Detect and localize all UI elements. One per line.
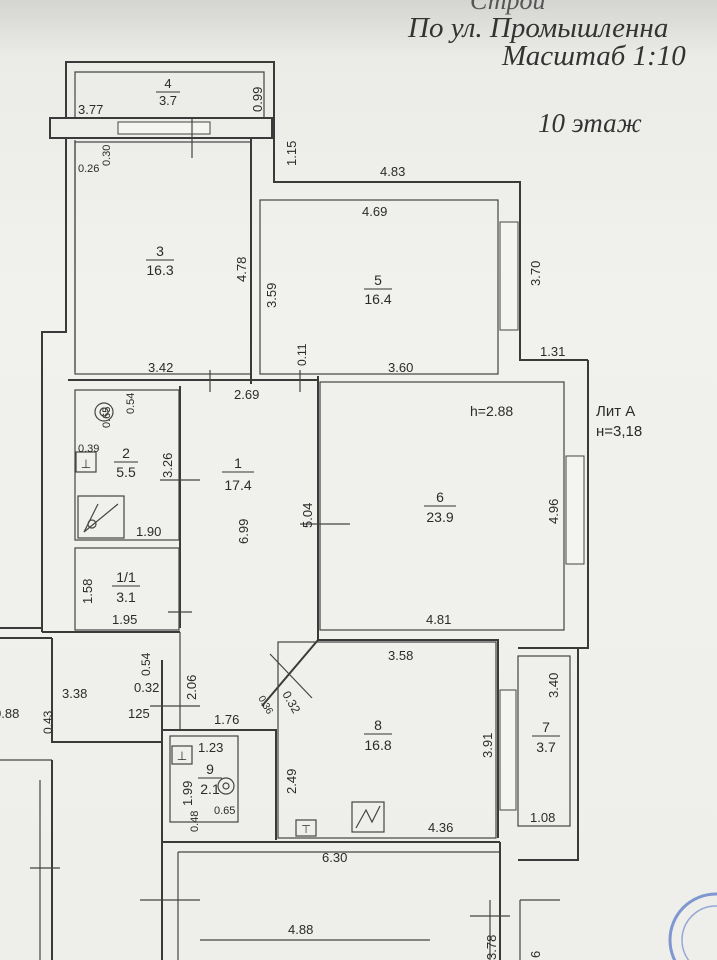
room-2-area: 5.5 xyxy=(116,464,136,480)
dim-0-11: 0.11 xyxy=(295,343,309,366)
room-7-area: 3.7 xyxy=(536,739,556,755)
svg-text:⊤: ⊤ xyxy=(301,824,311,836)
dim-0-65: 0.65 xyxy=(101,407,113,428)
dim-3-38: 3.38 xyxy=(62,686,87,701)
dim-1-58: 1.58 xyxy=(80,579,95,604)
dim-4-83: 4.83 xyxy=(380,164,405,179)
room-1-number: 1 xyxy=(234,455,242,471)
dim-3-77: 3.77 xyxy=(78,102,103,117)
room-6-area: 23.9 xyxy=(426,509,453,525)
dim-6: 6 xyxy=(528,951,543,958)
dim-3-58: 3.58 xyxy=(388,648,413,663)
lit-height: н=3,18 xyxy=(596,423,642,440)
dim-1-23: 1.23 xyxy=(198,740,223,755)
room-1-area: 17.4 xyxy=(224,477,251,493)
dim-0-26: 0.26 xyxy=(78,163,99,175)
dim-0-65b: 0.65 xyxy=(214,805,235,817)
room-5-number: 5 xyxy=(374,272,382,288)
dim-3-78: 3.78 xyxy=(484,935,499,960)
dim-3-26: 3.26 xyxy=(160,453,175,478)
room-4-area: 3.7 xyxy=(159,93,177,108)
dim-0-30: 0.30 xyxy=(101,145,113,166)
dim-0-36: 0.36 xyxy=(255,694,274,717)
dim-2-06: 2.06 xyxy=(184,675,199,700)
dim-4-36: 4.36 xyxy=(428,820,453,835)
walls xyxy=(0,61,589,960)
header-address: По ул. Промышленна xyxy=(408,12,669,44)
dimension-labels: 3.77 0.99 1.15 4.83 0.26 0.30 4.78 4.69 … xyxy=(0,87,565,960)
dim-3-91: 3.91 xyxy=(480,733,495,758)
dim-1-31: 1.31 xyxy=(540,344,565,359)
room-4-number: 4 xyxy=(164,76,171,91)
dim-0-99: 0.99 xyxy=(250,87,265,112)
room-1-1-number: 1/1 xyxy=(116,569,136,585)
dim-4-96: 4.96 xyxy=(546,499,561,524)
dim-3-59: 3.59 xyxy=(264,283,279,308)
room-7-number: 7 xyxy=(542,719,550,735)
room-labels: 4 3.7 3 16.3 5 16.4 2 5.5 1 17.4 6 23.9 … xyxy=(112,76,642,797)
dim-0-43: 0.43 xyxy=(41,710,55,734)
svg-text:⊥: ⊥ xyxy=(177,749,187,763)
dim-1-08: 1.08 xyxy=(530,810,555,825)
room-3-area: 16.3 xyxy=(146,262,173,278)
room-3-number: 3 xyxy=(156,243,164,259)
room-2-number: 2 xyxy=(122,445,130,461)
room-8-number: 8 xyxy=(374,717,382,733)
room-9-number: 9 xyxy=(206,761,214,777)
dim-3-70: 3.70 xyxy=(528,261,543,286)
room-5-area: 16.4 xyxy=(364,291,391,307)
floor-label: 10 этаж xyxy=(538,108,642,138)
dim-3-60: 3.60 xyxy=(388,360,413,375)
room-9-area: 2.1 xyxy=(200,781,220,797)
dim-1-99: 1.99 xyxy=(180,781,195,806)
dim-4-78: 4.78 xyxy=(234,257,249,282)
dim-0-32: 0.32 xyxy=(134,680,159,695)
dim-3-42: 3.42 xyxy=(148,360,173,375)
dim-4-69: 4.69 xyxy=(362,204,387,219)
dim-1-15: 1.15 xyxy=(284,141,299,166)
dim-3-40: 3.40 xyxy=(546,673,561,698)
dim-0-54a: 0.54 xyxy=(125,393,137,414)
dim-5-04: 5.04 xyxy=(300,503,315,528)
fixtures: ⊥ ⊥ ⊤ xyxy=(75,402,385,837)
dim-0-88: 0.88 xyxy=(0,706,19,721)
dim-0-39: 0.39 xyxy=(78,443,99,455)
dim-2-49: 2.49 xyxy=(284,769,299,794)
dim-4-81: 4.81 xyxy=(426,612,451,627)
dim-0-48: 0.48 xyxy=(189,811,201,832)
room-6-number: 6 xyxy=(436,489,444,505)
stamp-seal xyxy=(668,892,717,960)
dim-6-30: 6.30 xyxy=(322,850,347,865)
dim-2-69: 2.69 xyxy=(234,387,259,402)
room-1-1-area: 3.1 xyxy=(116,589,136,605)
dim-4-88: 4.88 xyxy=(288,922,313,937)
svg-text:⊥: ⊥ xyxy=(81,457,91,471)
room-8-area: 16.8 xyxy=(364,737,391,753)
dim-0-32b: 0.32 xyxy=(279,689,303,717)
dim-6-99: 6.99 xyxy=(236,519,251,544)
dim-1-90: 1.90 xyxy=(136,524,161,539)
header-top-line: Строи xyxy=(470,0,546,15)
lit-label: Лит А xyxy=(596,403,635,420)
dim-1-76: 1.76 xyxy=(214,712,239,727)
dim-1-95: 1.95 xyxy=(112,612,137,627)
header-scale: Масштаб 1:10 xyxy=(502,40,686,72)
room-6-height: h=2.88 xyxy=(470,403,513,419)
dim-125: 125 xyxy=(128,706,150,721)
dim-0-54b: 0.54 xyxy=(139,652,153,676)
